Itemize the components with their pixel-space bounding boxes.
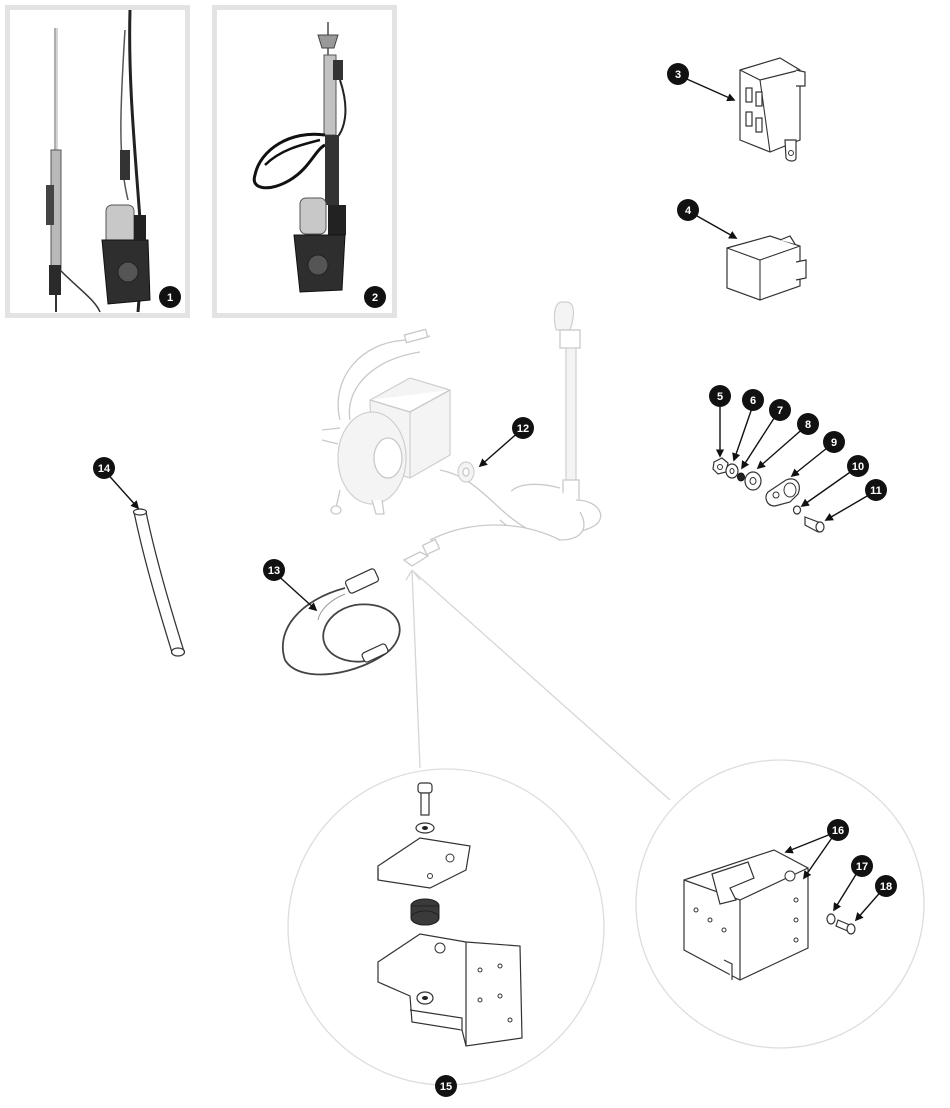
svg-text:9: 9	[831, 437, 837, 449]
svg-text:11: 11	[870, 485, 882, 497]
callout-18: 18	[875, 875, 897, 897]
svg-text:8: 8	[805, 419, 811, 431]
svg-text:5: 5	[717, 391, 723, 403]
relay-part	[739, 57, 806, 162]
callout-14: 14	[93, 457, 115, 479]
callout-8: 8	[797, 413, 819, 435]
svg-text:16: 16	[832, 825, 844, 837]
svg-text:6: 6	[750, 395, 756, 407]
callout-11: 11	[865, 479, 887, 501]
svg-text:13: 13	[268, 565, 280, 577]
hardware-set	[712, 457, 825, 533]
callout-2: 2	[364, 286, 386, 308]
svg-text:17: 17	[856, 861, 868, 873]
drain-tube-part	[132, 508, 186, 657]
callout-15: 15	[435, 1075, 457, 1097]
cable-part	[282, 568, 401, 676]
detail-circle-16	[635, 759, 925, 1049]
callout-10: 10	[847, 455, 869, 477]
callout-13: 13	[263, 559, 285, 581]
callout-1: 1	[159, 286, 181, 308]
svg-text:14: 14	[98, 463, 111, 475]
callout-12: 12	[512, 417, 534, 439]
relay-cover-part	[726, 235, 807, 301]
svg-text:15: 15	[440, 1081, 452, 1093]
svg-text:1: 1	[167, 292, 173, 304]
photo-panel-1	[5, 5, 190, 318]
svg-text:7: 7	[777, 405, 783, 417]
svg-text:12: 12	[517, 423, 529, 435]
callout-3: 3	[667, 63, 689, 85]
callout-9: 9	[823, 431, 845, 453]
svg-text:18: 18	[880, 881, 892, 893]
svg-text:10: 10	[852, 461, 864, 473]
washer-7	[737, 472, 745, 482]
callout-17: 17	[851, 855, 873, 877]
ghost-assembly	[321, 301, 602, 567]
antenna-photo-1	[46, 9, 151, 313]
callout-4: 4	[677, 199, 699, 221]
svg-text:4: 4	[685, 205, 692, 217]
antenna-photo-2	[252, 22, 347, 293]
callout-6: 6	[742, 389, 764, 411]
callout-16: 16	[827, 819, 849, 841]
detail-circle-15	[287, 768, 605, 1086]
detail-pointers	[405, 569, 671, 801]
washer-10	[792, 505, 802, 515]
svg-text:3: 3	[675, 69, 681, 81]
callout-7: 7	[769, 399, 791, 421]
callout-5: 5	[709, 385, 731, 407]
svg-text:2: 2	[372, 292, 378, 304]
